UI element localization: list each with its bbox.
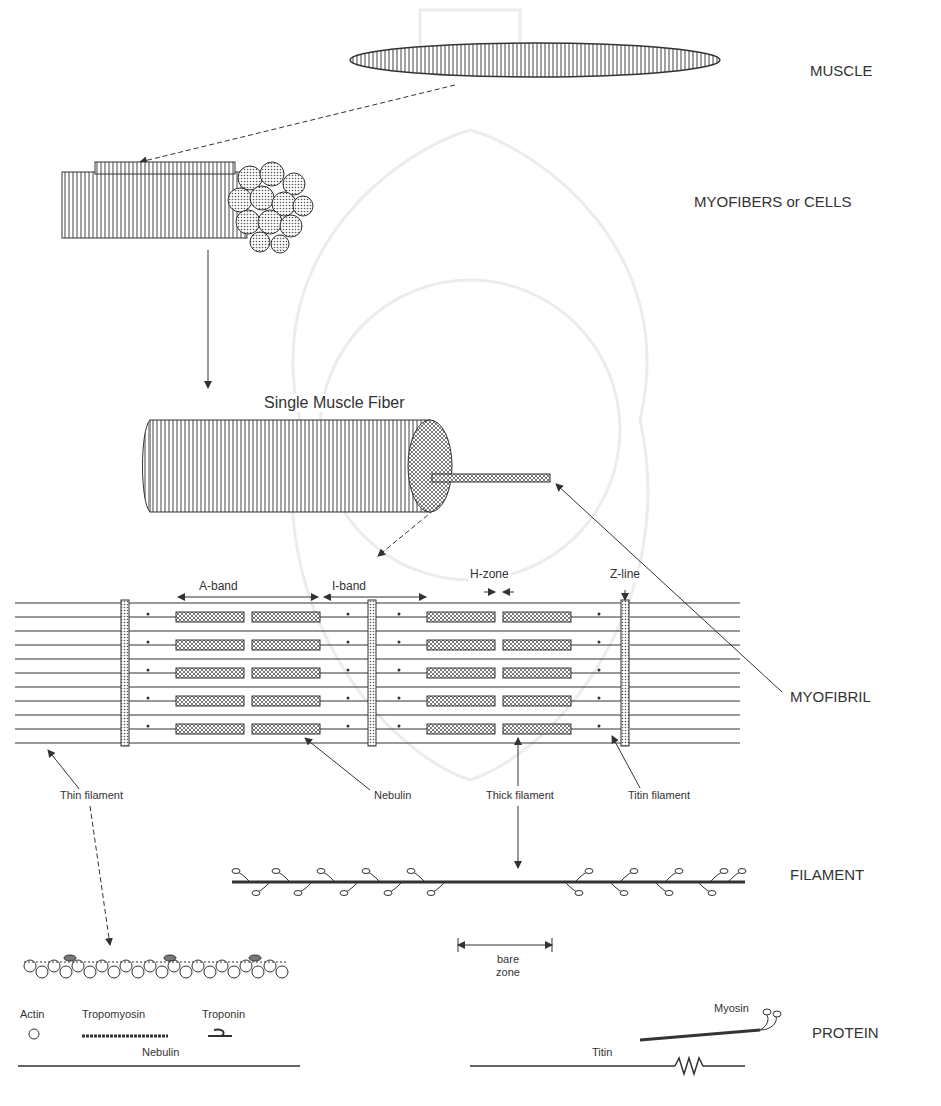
part-label: MYOFIBERS or CELLS	[692, 193, 854, 210]
arrow	[378, 505, 440, 556]
tick	[458, 938, 459, 952]
part-label: Myosin	[712, 1002, 751, 1015]
arrow	[208, 250, 209, 388]
part-label: Single Muscle Fiber	[262, 394, 407, 412]
single-fiber	[143, 420, 551, 512]
muscle-shape	[350, 43, 720, 77]
part-label: H-zone	[468, 568, 511, 582]
part-label: FILAMENT	[788, 866, 866, 883]
part-label: Titin filament	[626, 789, 692, 802]
leader-line	[556, 484, 782, 692]
part-label: MYOFIBRIL	[788, 688, 873, 705]
part-label: Z-line	[608, 568, 642, 582]
part-label: A-band	[197, 580, 240, 594]
part-label: Thin filament	[58, 789, 125, 802]
part-label: Tropomyosin	[80, 1008, 147, 1021]
part-label: Nebulin	[140, 1046, 181, 1059]
myofibril	[15, 600, 740, 746]
part-label: Troponin	[200, 1008, 247, 1021]
part-label: bare zone	[486, 953, 530, 978]
dimension-arrows	[178, 590, 625, 600]
leader-lines	[48, 736, 640, 945]
part-label: Nebulin	[372, 789, 413, 802]
part-label: I-band	[330, 580, 368, 594]
part-label: Titin	[590, 1046, 614, 1059]
dimension-arrow	[458, 945, 552, 946]
thick-filament	[232, 869, 746, 896]
part-label: MUSCLE	[808, 62, 875, 79]
part-label: Actin	[18, 1008, 46, 1021]
arrow	[140, 85, 455, 162]
part-label: Thick filament	[484, 789, 556, 802]
protein-icons	[18, 1009, 781, 1074]
part-label: PROTEIN	[810, 1024, 881, 1041]
tick	[552, 938, 553, 952]
thin-filament	[24, 955, 288, 978]
myofiber-bundle	[62, 162, 313, 253]
